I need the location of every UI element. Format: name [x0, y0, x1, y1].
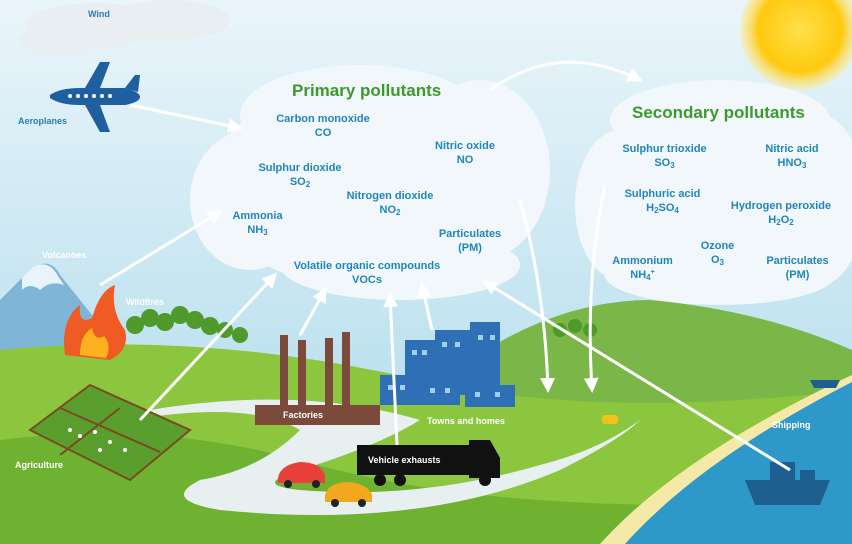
small-yellow-car-icon [602, 415, 618, 424]
sun [740, 0, 852, 90]
flow-arrows [99, 60, 791, 472]
label-shipping: Shipping [772, 420, 811, 430]
arrow-agriculture [138, 272, 278, 422]
arrow-volcano [99, 210, 223, 287]
beach [600, 375, 852, 544]
factory-icon [255, 332, 380, 425]
red-car-icon [278, 462, 325, 488]
arrow-ship [482, 280, 791, 472]
agriculture-fields [28, 383, 192, 482]
secondary-h2o2: Hydrogen peroxide H2O2 [730, 200, 832, 227]
secondary-pm: Particulates (PM) [766, 255, 829, 281]
label-towns: Towns and homes [427, 416, 505, 426]
primary-no2: Nitrogen dioxide NO2 [346, 190, 434, 217]
arrow-aeroplane [129, 103, 243, 133]
label-volcanoes: Volcanoes [42, 250, 87, 260]
label-vehicles: Vehicle exhausts [368, 455, 441, 465]
arrow-town [417, 282, 434, 331]
truck-icon [357, 440, 500, 486]
secondary-nh4: Ammonium NH4+ [612, 255, 673, 282]
primary-title: Primary pollutants [292, 81, 442, 100]
secondary-o3: Ozone O3 [700, 240, 735, 267]
arrow-down-primary [518, 199, 556, 393]
primary-nh3: Ammonia NH3 [232, 210, 283, 237]
ship-icon [745, 462, 830, 505]
arrow-truck [383, 292, 399, 446]
secondary-title: Secondary pollutants [632, 103, 805, 122]
label-wind: Wind [88, 9, 110, 19]
secondary-pollutant-cloud [575, 80, 852, 305]
label-aeroplanes: Aeroplanes [18, 116, 68, 126]
primary-pm: Particulates (PM) [438, 228, 502, 254]
road [130, 399, 640, 515]
small-ship-icon [810, 380, 840, 388]
label-factories: Factories [283, 410, 324, 420]
yellow-car-icon [325, 482, 372, 507]
town-windows [388, 335, 500, 397]
arrow-primary-to-secondary [489, 60, 643, 92]
label-agriculture: Agriculture [15, 460, 64, 470]
wind-cloud-icon [20, 0, 230, 55]
primary-so2: Sulphur dioxide SO2 [258, 162, 342, 189]
volcano-snow [22, 264, 64, 290]
primary-voc: Volatile organic compounds VOCs [293, 260, 441, 286]
arrow-factory [298, 287, 327, 336]
arrow-down-secondary [583, 184, 607, 393]
primary-pollutant-cloud [190, 65, 550, 300]
secondary-h2so4: Sulphuric acid H2SO4 [624, 188, 701, 215]
secondary-so3: Sulphur trioxide SO3 [622, 143, 707, 170]
primary-no: Nitric oxide NO [435, 140, 495, 166]
primary-co: Carbon monoxide CO [276, 113, 370, 139]
secondary-hno3: Nitric acid HNO3 [765, 143, 819, 170]
label-wildfires: Wildfires [126, 297, 164, 307]
wildfire-flame-icon [64, 285, 126, 360]
